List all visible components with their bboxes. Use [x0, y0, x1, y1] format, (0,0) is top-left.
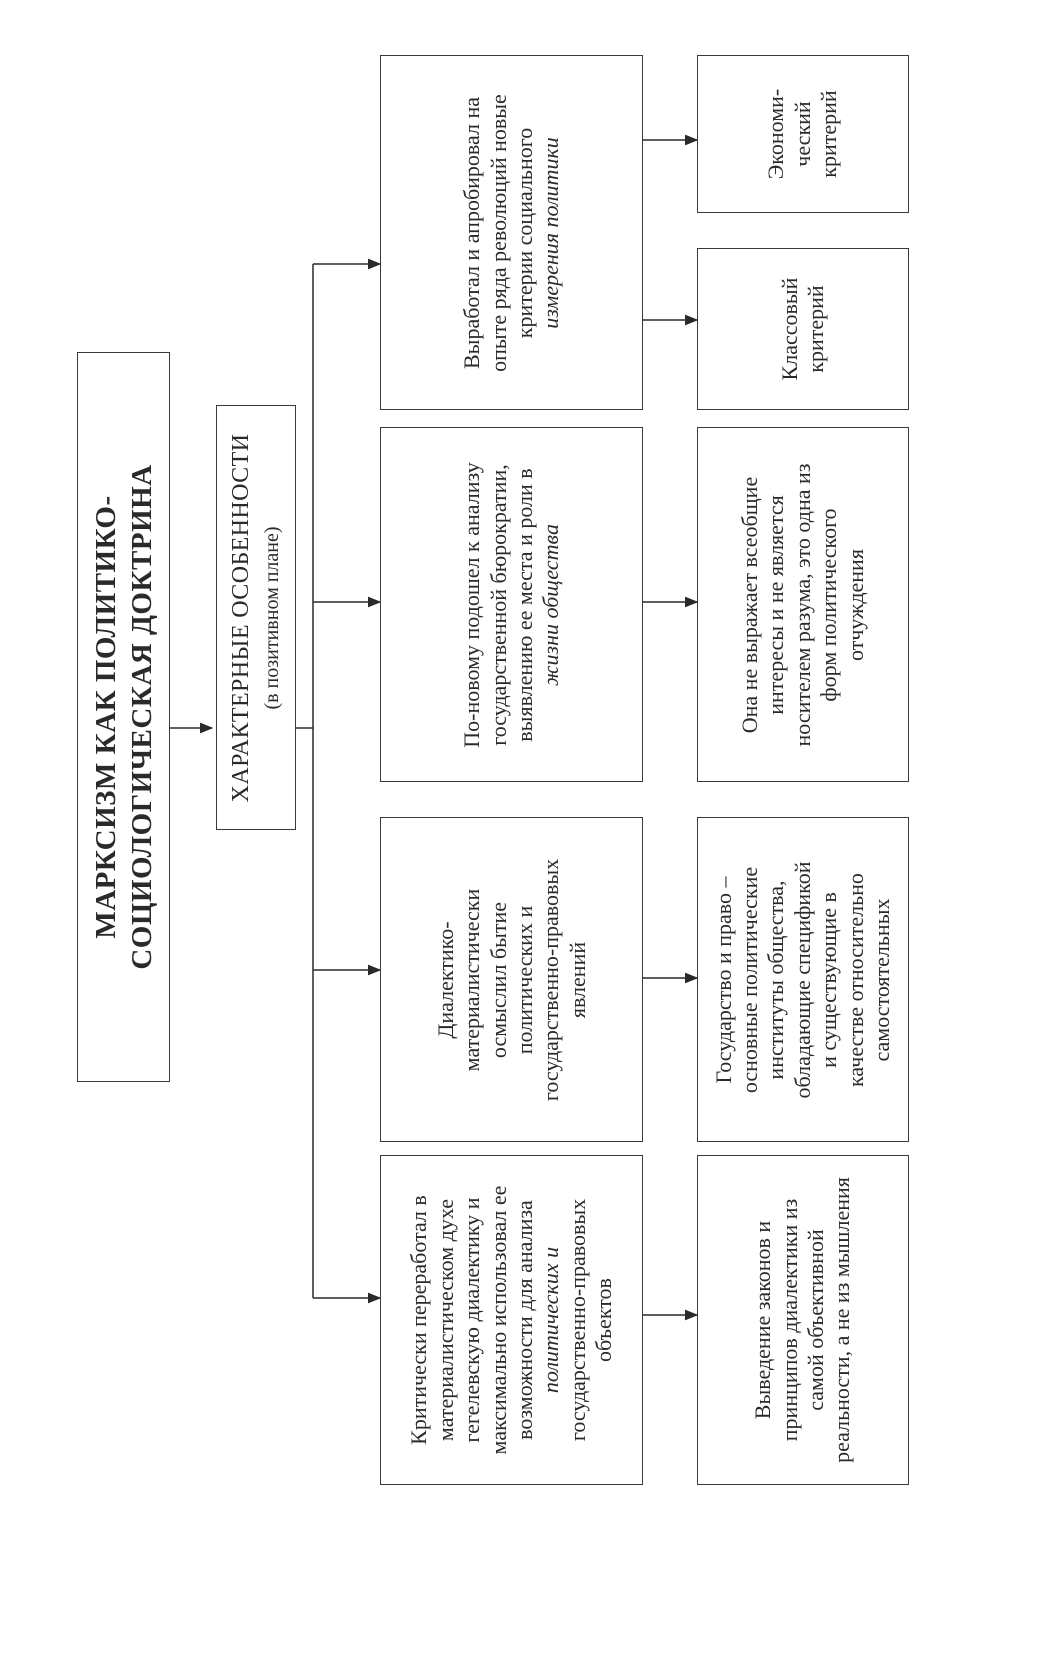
- feature-text-3: По-новому подошел к анализу государствен…: [458, 461, 537, 748]
- result-text-5: Экономи- ческий критерий: [763, 88, 842, 180]
- feature-box-3: По-новому подошел к анализу государствен…: [380, 427, 643, 782]
- feature-text-2: Диалектико- материалистически осмыслил б…: [432, 858, 590, 1101]
- features-header-subtitle: (в позитивном плане): [260, 525, 283, 710]
- feature-italic-1: политических и: [537, 1246, 563, 1394]
- feature-box-2: Диалектико- материалистически осмыслил б…: [380, 817, 643, 1142]
- feature-box-4: Выработал и апробировал на опыте ряда ре…: [380, 55, 643, 410]
- feature-italic-3: жизни общества: [537, 523, 563, 686]
- feature-text-1: Критически переработал в материалистичес…: [405, 1185, 537, 1455]
- result-text-4: Классовый критерий: [776, 277, 828, 381]
- result-box-1: Выведение законов и принципов диалектики…: [697, 1155, 909, 1485]
- result-box-5: Экономи- ческий критерий: [697, 55, 909, 213]
- feature-italic-4: измерения политики: [537, 136, 563, 329]
- features-header-box: ХАРАКТЕРНЫЕ ОСОБЕННОСТИ (в позитивном пл…: [216, 405, 296, 830]
- features-header-title: ХАРАКТЕРНЫЕ ОСОБЕННОСТИ: [228, 433, 255, 802]
- feature-box-1: Критически переработал в материалистичес…: [380, 1155, 643, 1485]
- result-text-2: Государство и право – основные политичес…: [710, 861, 894, 1098]
- diagram-title: МАРКСИЗМ КАК ПОЛИТИКО- СОЦИОЛОГИЧЕСКАЯ Д…: [89, 464, 158, 970]
- result-box-4: Классовый критерий: [697, 248, 909, 410]
- feature-text-4: Выработал и апробировал на опыте ряда ре…: [458, 93, 537, 372]
- result-text-3: Она не выражает всеобщие интересы и не я…: [737, 463, 868, 746]
- result-box-2: Государство и право – основные политичес…: [697, 817, 909, 1142]
- result-box-3: Она не выражает всеобщие интересы и не я…: [697, 427, 909, 782]
- title-box: МАРКСИЗМ КАК ПОЛИТИКО- СОЦИОЛОГИЧЕСКАЯ Д…: [77, 352, 170, 1082]
- result-text-1: Выведение законов и принципов диалектики…: [750, 1177, 855, 1463]
- feature-tail-1: государственно-правовых объектов: [564, 1198, 616, 1442]
